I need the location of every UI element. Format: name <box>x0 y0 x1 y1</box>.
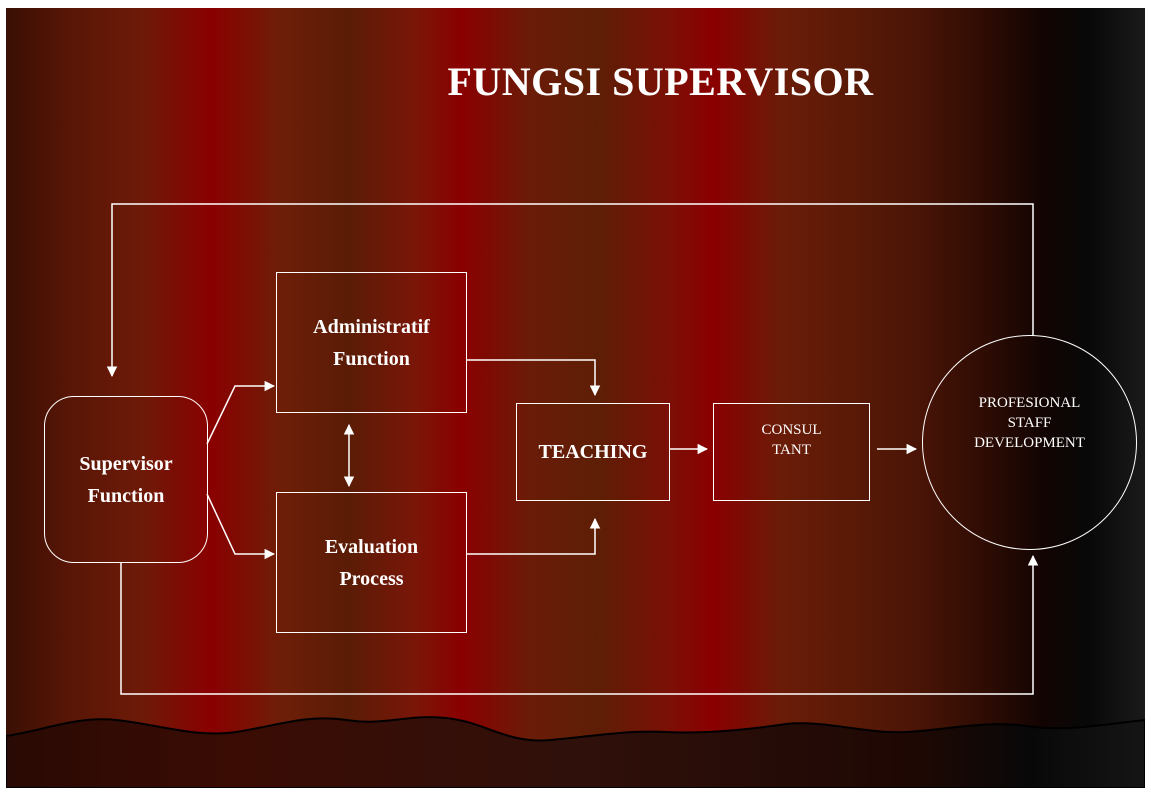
supervisor-function-node: Supervisor Function <box>44 396 208 563</box>
administratif-function-label: Administratif Function <box>313 315 430 370</box>
teaching-node: TEACHING <box>516 403 670 501</box>
supervisor-function-label: Supervisor Function <box>79 452 173 507</box>
feedback-loop-bottom <box>120 554 1039 695</box>
connector-layer <box>106 203 1039 695</box>
evaluation-process-node: Evaluation Process <box>276 492 467 633</box>
arrow-supervisor-to-administratif <box>206 380 276 445</box>
arrow-evaluation-to-teaching <box>467 517 601 555</box>
curtain-hem <box>6 716 1145 788</box>
administratif-function-node: Administratif Function <box>276 272 467 413</box>
consultant-label: CONSUL TANT <box>761 422 822 458</box>
feedback-loop-top <box>106 203 1034 378</box>
slide-title: FUNGSI SUPERVISOR <box>447 59 874 104</box>
slide-background: FUNGSI SUPERVISOR <box>6 8 1145 788</box>
consultant-node: CONSUL TANT <box>713 403 870 501</box>
arrow-administratif-to-teaching <box>467 359 601 397</box>
evaluation-process-label: Evaluation Process <box>324 535 419 590</box>
arrow-supervisor-to-evaluation <box>206 493 276 560</box>
teaching-label: TEACHING <box>538 441 648 463</box>
profesional-staff-development-node: PROFESIONAL STAFF DEVELOPMENT <box>922 335 1137 550</box>
profesional-staff-development-label: PROFESIONAL STAFF DEVELOPMENT <box>974 394 1085 451</box>
